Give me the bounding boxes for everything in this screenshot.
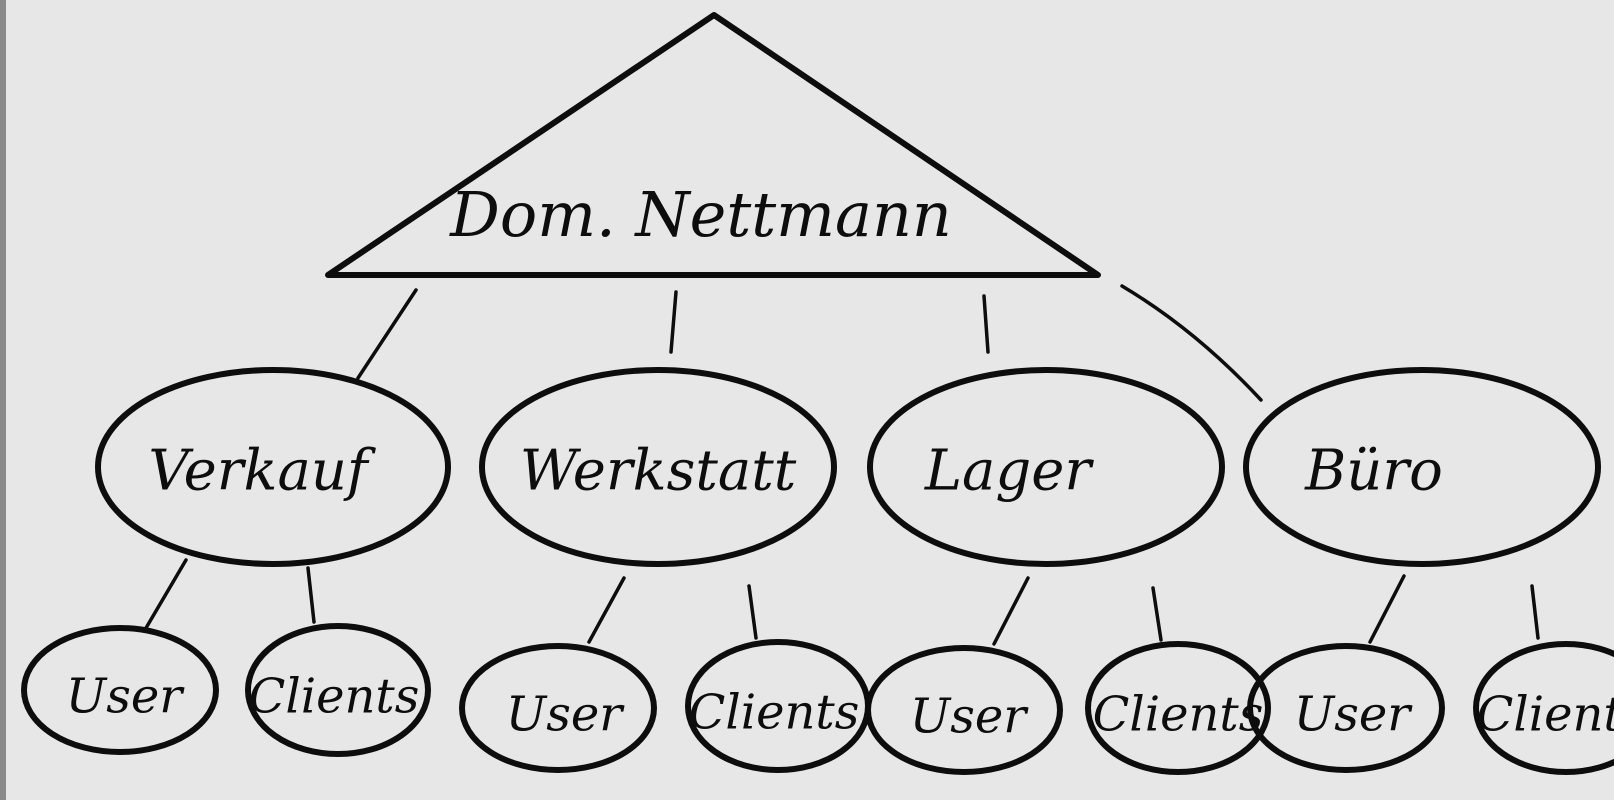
leaf-label-user: User <box>506 687 625 743</box>
domain-triangle <box>325 12 1101 278</box>
unit-label: Werkstatt <box>520 439 797 504</box>
domain-tree-diagram: Dom. Nettmann Verkauf User Clients Werks… <box>21 12 1614 775</box>
leaf-ellipse-clients <box>1085 641 1271 775</box>
unit-ellipse <box>95 367 451 567</box>
connector-domain-werkstatt <box>669 290 678 354</box>
leaf-ellipse-user <box>865 645 1063 775</box>
leaf-ellipse-user <box>1247 643 1445 773</box>
leaf-label-user: User <box>1294 687 1413 743</box>
leaf-label-clients: Clients <box>689 685 860 741</box>
unit-werkstatt: Werkstatt User Clients <box>459 367 871 773</box>
connector-unit-user <box>1368 574 1406 644</box>
leaf-label-clients: Clients <box>249 669 420 725</box>
leaf-label-user: User <box>910 689 1029 745</box>
connector-unit-user <box>144 558 188 630</box>
leaf-label-user: User <box>66 669 185 725</box>
unit-label: Verkauf <box>148 439 377 504</box>
leaf-label-clients: Clients <box>1093 687 1264 743</box>
connector-domain-verkauf <box>356 288 418 380</box>
connector-domain-lager <box>982 294 990 354</box>
connector-unit-user <box>992 576 1030 646</box>
unit-verkauf: Verkauf User Clients <box>21 367 451 757</box>
domain-label: Dom. Nettmann <box>449 178 952 251</box>
connector-domain-buero <box>1120 284 1263 402</box>
connector-unit-clients <box>306 566 316 624</box>
leaf-label-clients: Clients <box>1477 687 1614 743</box>
unit-label: Lager <box>924 439 1095 504</box>
unit-buero: Büro User Clients <box>1243 367 1614 775</box>
leaf-ellipse-user <box>459 643 657 773</box>
connector-unit-clients <box>1530 584 1540 640</box>
leaf-ellipse-user <box>21 625 219 755</box>
unit-ellipse <box>867 367 1225 567</box>
unit-label: Büro <box>1304 439 1443 504</box>
leaf-ellipse-clients <box>245 623 431 757</box>
unit-ellipse <box>1243 367 1601 567</box>
connector-unit-clients <box>747 584 758 640</box>
connector-unit-clients <box>1151 586 1163 642</box>
leaf-ellipse-clients <box>1473 641 1614 775</box>
unit-ellipse <box>479 367 837 567</box>
unit-lager: Lager User Clients <box>865 367 1271 775</box>
connector-unit-user <box>587 576 626 644</box>
